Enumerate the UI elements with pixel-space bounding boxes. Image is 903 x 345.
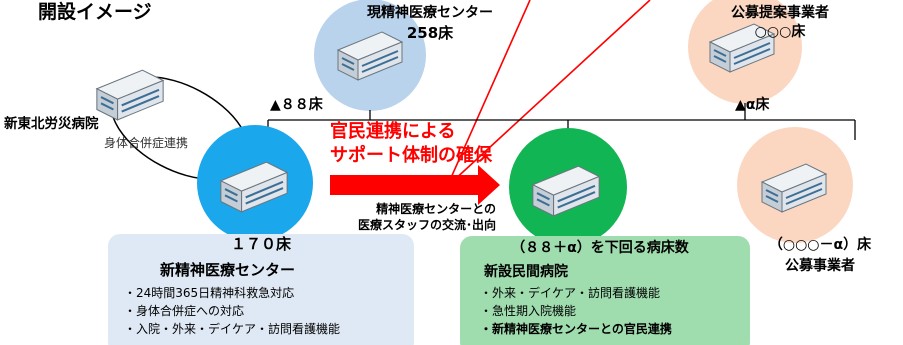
- public-private-line2: サポート体制の確保: [330, 145, 492, 166]
- new-private-box: [460, 236, 750, 345]
- new-private-feature: ・新精神医療センターとの官民連携: [480, 322, 672, 336]
- new-center-feature: ・24時間365日精神科救急対応: [124, 286, 295, 300]
- new-private-name: 新設民間病院: [484, 264, 568, 280]
- new-private-feature: ・外来・デイケア・訪問看護機能: [480, 286, 661, 300]
- public-operator-beds: （○○○－α）床: [768, 237, 872, 253]
- red-line-2: [451, 0, 651, 183]
- proposal-operator-name: 公募提案事業者: [731, 5, 829, 21]
- hospital-building-icon: [531, 165, 601, 217]
- support-arrow: [330, 165, 500, 205]
- beds-minus-88: ▲８８床: [270, 97, 323, 113]
- new-center-name: 新精神医療センター: [160, 261, 296, 279]
- new-center-box: [108, 234, 414, 345]
- new-private-feature: ・急性期入院機能: [480, 304, 577, 318]
- new-center-feature: ・入院・外来・デイケア・訪問看護機能: [124, 322, 341, 336]
- hospital-building-icon: [760, 163, 828, 213]
- proposal-operator-beds: ○○○床: [754, 24, 806, 40]
- public-operator-name: 公募事業者: [785, 258, 855, 274]
- hospital-tohoku-name: 新東北労災病院: [4, 116, 99, 132]
- new-center-feature: ・身体合併症への対応: [124, 304, 245, 318]
- existing-center-name: 現精神医療センター: [367, 5, 493, 21]
- hospital-building-icon: [336, 31, 404, 81]
- existing-center-beds: 258床: [406, 24, 454, 42]
- staff-exchange-line1: 精神医療センターとの: [376, 202, 496, 216]
- beds-minus-alpha: ▲α床: [735, 97, 770, 113]
- public-private-line1: 官民連携による: [330, 121, 456, 142]
- red-line-1: [449, 0, 531, 181]
- hospital-building-icon: [219, 161, 289, 213]
- hospital-building-icon: [708, 23, 776, 73]
- new-private-beds: （８８＋α）を下回る病床数: [511, 240, 689, 256]
- staff-exchange-line2: 医療スタッフの交流･出向: [357, 218, 496, 232]
- hospital-tohoku-relation: 身体合併症連携: [104, 136, 189, 150]
- new-center-beds: １７０床: [230, 235, 291, 253]
- page-title: 開設イメージ: [38, 1, 152, 23]
- hospital-building-icon: [95, 69, 165, 121]
